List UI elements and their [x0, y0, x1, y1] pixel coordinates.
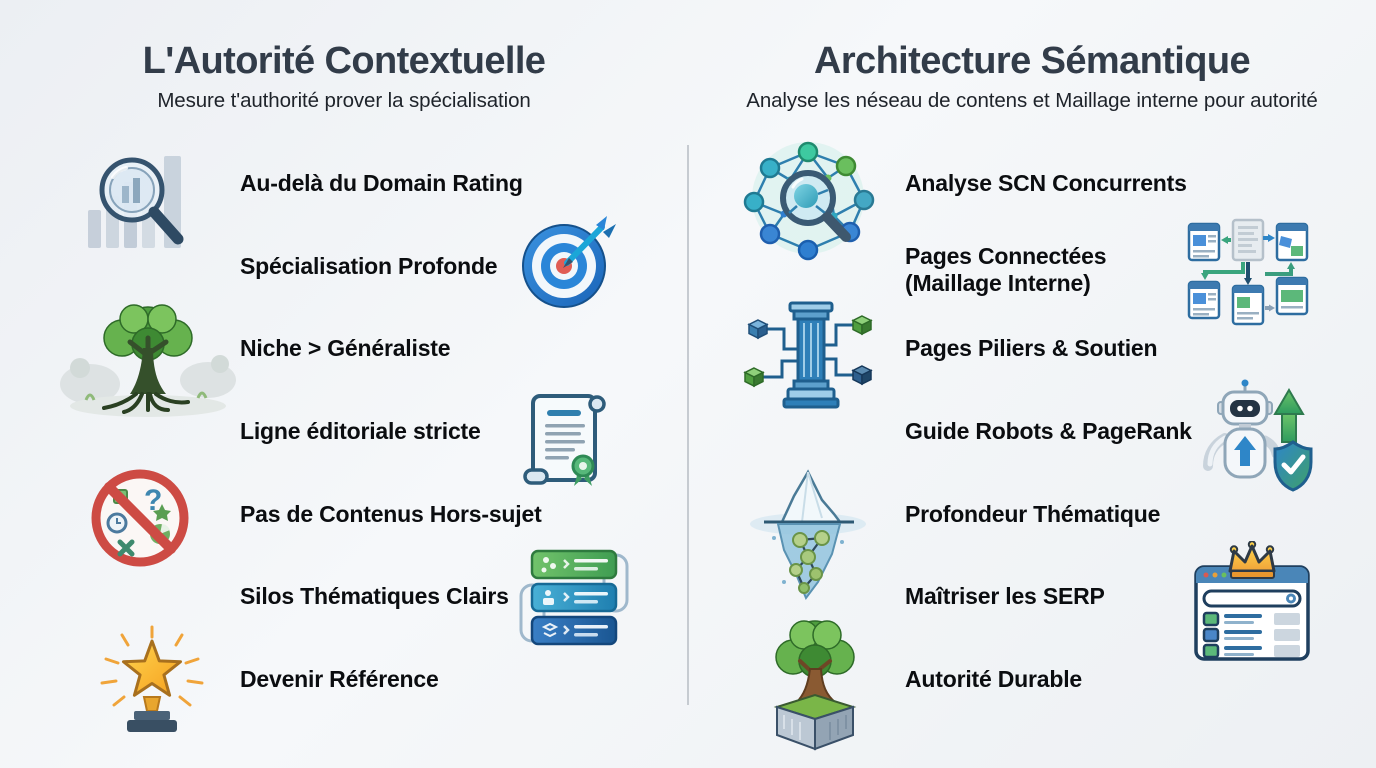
- item-label: Silos Thématiques Clairs: [240, 583, 509, 609]
- item-label: Devenir Référence: [240, 666, 439, 692]
- star-trophy-icon: [92, 625, 212, 737]
- target-dart-icon: [512, 215, 622, 313]
- item-label: Pages Piliers & Soutien: [905, 335, 1158, 361]
- item-label: Spécialisation Profonde: [240, 253, 498, 279]
- no-offtopic-sign-icon: ?: [88, 466, 193, 571]
- column-divider: [687, 145, 689, 705]
- iceberg-network-icon: [738, 462, 878, 612]
- linked-pages-icon: [1183, 216, 1313, 328]
- item-label: Maîtriser les SERP: [905, 583, 1105, 609]
- tree-roots-icon: [58, 298, 238, 423]
- scroll-certificate-icon: [523, 388, 613, 492]
- item-label: Profondeur Thématique: [905, 501, 1161, 527]
- item-label: Niche > Généraliste: [240, 335, 451, 361]
- item-label-line2: (Maillage Interne): [905, 270, 1091, 296]
- robot-shield-icon: [1192, 378, 1317, 498]
- magnifier-bar-chart-icon: [80, 146, 235, 256]
- svg-text:?: ?: [144, 484, 162, 517]
- left-panel-subtitle: Mesure t'authorité prover la spécialisat…: [157, 89, 531, 112]
- item-label-two-line: Pages Connectées (Maillage Interne): [905, 243, 1107, 297]
- pillar-cubes-icon: [738, 297, 883, 422]
- item-label: Guide Robots & PageRank: [905, 418, 1192, 444]
- item-label-line1: Pages Connectées: [905, 243, 1107, 269]
- left-panel-title: L'Autorité Contextuelle: [142, 40, 546, 82]
- item-label: Autorité Durable: [905, 666, 1082, 692]
- network-magnifier-icon: [742, 140, 878, 262]
- tree-pedestal-icon: [748, 617, 883, 755]
- right-panel-subtitle: Analyse les néseau de contens et Maillag…: [746, 89, 1318, 112]
- serp-crown-icon: [1188, 541, 1316, 663]
- stacked-silos-icon: [518, 548, 630, 648]
- item-label: Pas de Contenus Hors-sujet: [240, 501, 542, 527]
- item-label: Au-delà du Domain Rating: [240, 170, 523, 196]
- item-label: Analyse SCN Concurrents: [905, 170, 1187, 196]
- item-label: Ligne éditoriale stricte: [240, 418, 481, 444]
- right-panel-title: Architecture Sémantique: [814, 40, 1251, 82]
